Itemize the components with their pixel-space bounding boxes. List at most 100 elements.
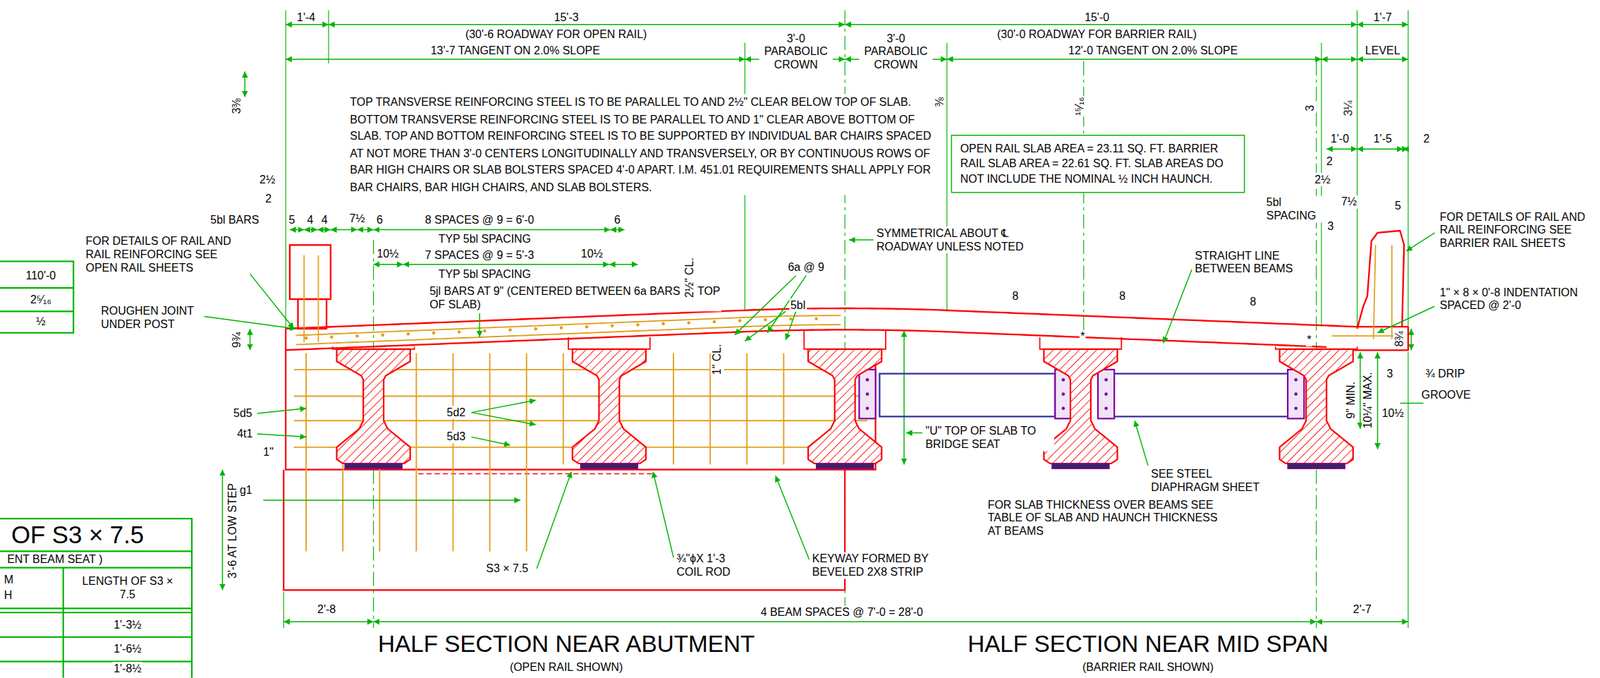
dimension-label: 8	[1118, 289, 1127, 303]
note-box: OPEN RAIL SLAB AREA = 23.11 SQ. FT. BARR…	[951, 134, 1246, 193]
dimension-label: 2'-8	[316, 602, 338, 616]
dimension-note: 3'-0 PARABOLIC CROWN	[858, 31, 933, 72]
dimension-label: 6	[375, 213, 384, 228]
table-cell: H	[2, 588, 13, 602]
leader-line	[1163, 269, 1193, 343]
bolt	[865, 392, 870, 396]
dimension-label: 2	[264, 192, 273, 206]
rebar-dot	[355, 334, 359, 338]
rebar-dot	[636, 322, 640, 327]
rebar-dot	[330, 334, 334, 339]
steel-diaphragm	[879, 373, 1055, 417]
dimension-label: 2½	[1313, 172, 1332, 187]
callout-note: SEE STEEL DIAPHRAGM SHEET	[1150, 467, 1280, 495]
rebar	[305, 463, 307, 551]
table-rule	[0, 286, 74, 289]
leader-line	[906, 432, 923, 433]
dimension-label: 1'-7	[1372, 10, 1393, 24]
callout-note: FOR DETAILS OF RAIL AND RAIL REINFORCING…	[84, 234, 250, 276]
callout-note: FOR DETAILS OF RAIL AND RAIL REINFORCING…	[1438, 210, 1600, 251]
rebar-dot	[406, 332, 411, 336]
dimension-label: 1'-4	[296, 10, 317, 24]
callout-note: 1" × 8 × 0'-8 INDENTATION SPACED @ 2'-0	[1438, 285, 1584, 313]
callout-note: "U" TOP OF SLAB TO BRIDGE SEAT	[924, 424, 1055, 452]
dimension-label: 6	[613, 213, 622, 228]
center-line	[1315, 61, 1317, 628]
bearing-pad	[816, 463, 874, 469]
dimension-line	[947, 58, 1322, 60]
leader-line	[744, 310, 786, 341]
section-subtitle: (OPEN RAIL SHOWN)	[508, 660, 624, 675]
dimension-line	[844, 23, 1357, 25]
bar-mark: 5d2	[445, 405, 467, 419]
general-note: TOP TRANSVERSE REINFORCING STEEL IS TO B…	[349, 93, 933, 195]
leader-line	[257, 433, 307, 437]
table-rule	[0, 550, 192, 552]
leader-line	[1134, 420, 1148, 466]
table-cell: 1'-8½	[112, 661, 143, 675]
dimension-line	[1326, 148, 1357, 150]
dimension-label: 10½	[579, 247, 604, 261]
rebar-dot	[508, 327, 512, 332]
extension-line	[283, 591, 285, 628]
dimension-label: 13'-7 TANGENT ON 2.0% SLOPE	[429, 44, 601, 58]
dimension-line	[283, 621, 374, 622]
dimension-label: 2	[1422, 131, 1431, 146]
dimension-label: 8¾	[1393, 330, 1407, 348]
dimension-label: ¹⁵⁄₁₆	[1072, 95, 1086, 117]
rebar	[378, 463, 381, 551]
bar-mark: 5d5	[232, 406, 254, 421]
dimension-line	[328, 23, 845, 25]
extension-line	[946, 43, 948, 312]
bolt	[1104, 377, 1108, 382]
diaphragm-outline	[285, 328, 876, 470]
dimension-label: 7½	[348, 211, 366, 225]
dimension-label: TYP 5bl SPACING	[437, 267, 532, 282]
rebar-dot	[814, 316, 818, 321]
prestressed-beam	[808, 349, 882, 464]
open-rail-base	[298, 298, 328, 329]
rebar	[303, 255, 305, 343]
table-rule	[0, 310, 74, 312]
dimension-label: 10½	[1380, 406, 1405, 421]
dimension-line	[303, 229, 318, 230]
dimension-label: 2½	[258, 172, 277, 187]
bar-mark: 4t1	[236, 426, 254, 441]
dimension-line	[330, 229, 358, 230]
table-cell: 1'-6½	[112, 642, 143, 656]
dimension-label: 2	[1325, 154, 1335, 168]
rebar	[415, 463, 417, 551]
leader-line	[244, 267, 294, 329]
dimension-label: 1'-0	[1329, 131, 1351, 146]
bolt	[1293, 392, 1298, 396]
beam-ground	[572, 349, 646, 464]
bolt	[1293, 377, 1298, 382]
dimension-line	[249, 328, 251, 350]
table-rule	[0, 660, 192, 663]
dimension-label: 4 BEAM SPACES @ 7'-0 = 28'-0	[759, 605, 924, 620]
prestressed-beam	[1043, 349, 1117, 464]
extension-line	[1356, 9, 1358, 327]
dimension-label: 2'-7	[1351, 602, 1373, 616]
dimension-label: 2½" CL.	[683, 256, 697, 299]
rebar-dot	[483, 329, 487, 333]
dimension-label: 10¼" MAX.	[1361, 370, 1376, 430]
rebar	[318, 255, 320, 343]
rebar-dot	[712, 320, 717, 324]
dimension-label: 15'-3	[552, 10, 580, 24]
bar-mark: 6a @ 9	[786, 260, 826, 275]
rebar-dot	[533, 327, 538, 331]
dimension-line	[903, 330, 905, 465]
section-title: HALF SECTION NEAR MID SPAN	[966, 629, 1330, 658]
dimension-line	[373, 263, 404, 265]
table-frame	[0, 518, 192, 678]
leader-line	[652, 471, 674, 558]
leader-line	[257, 408, 307, 414]
dimension-line	[1316, 621, 1409, 622]
slab-edge	[1326, 326, 1409, 350]
leader-line	[263, 499, 521, 500]
dimension-line	[609, 263, 639, 265]
asterisk-mark: *	[1079, 330, 1086, 344]
section-title: HALF SECTION NEAR ABUTMENT	[376, 629, 756, 658]
rebar-dot	[789, 317, 793, 321]
